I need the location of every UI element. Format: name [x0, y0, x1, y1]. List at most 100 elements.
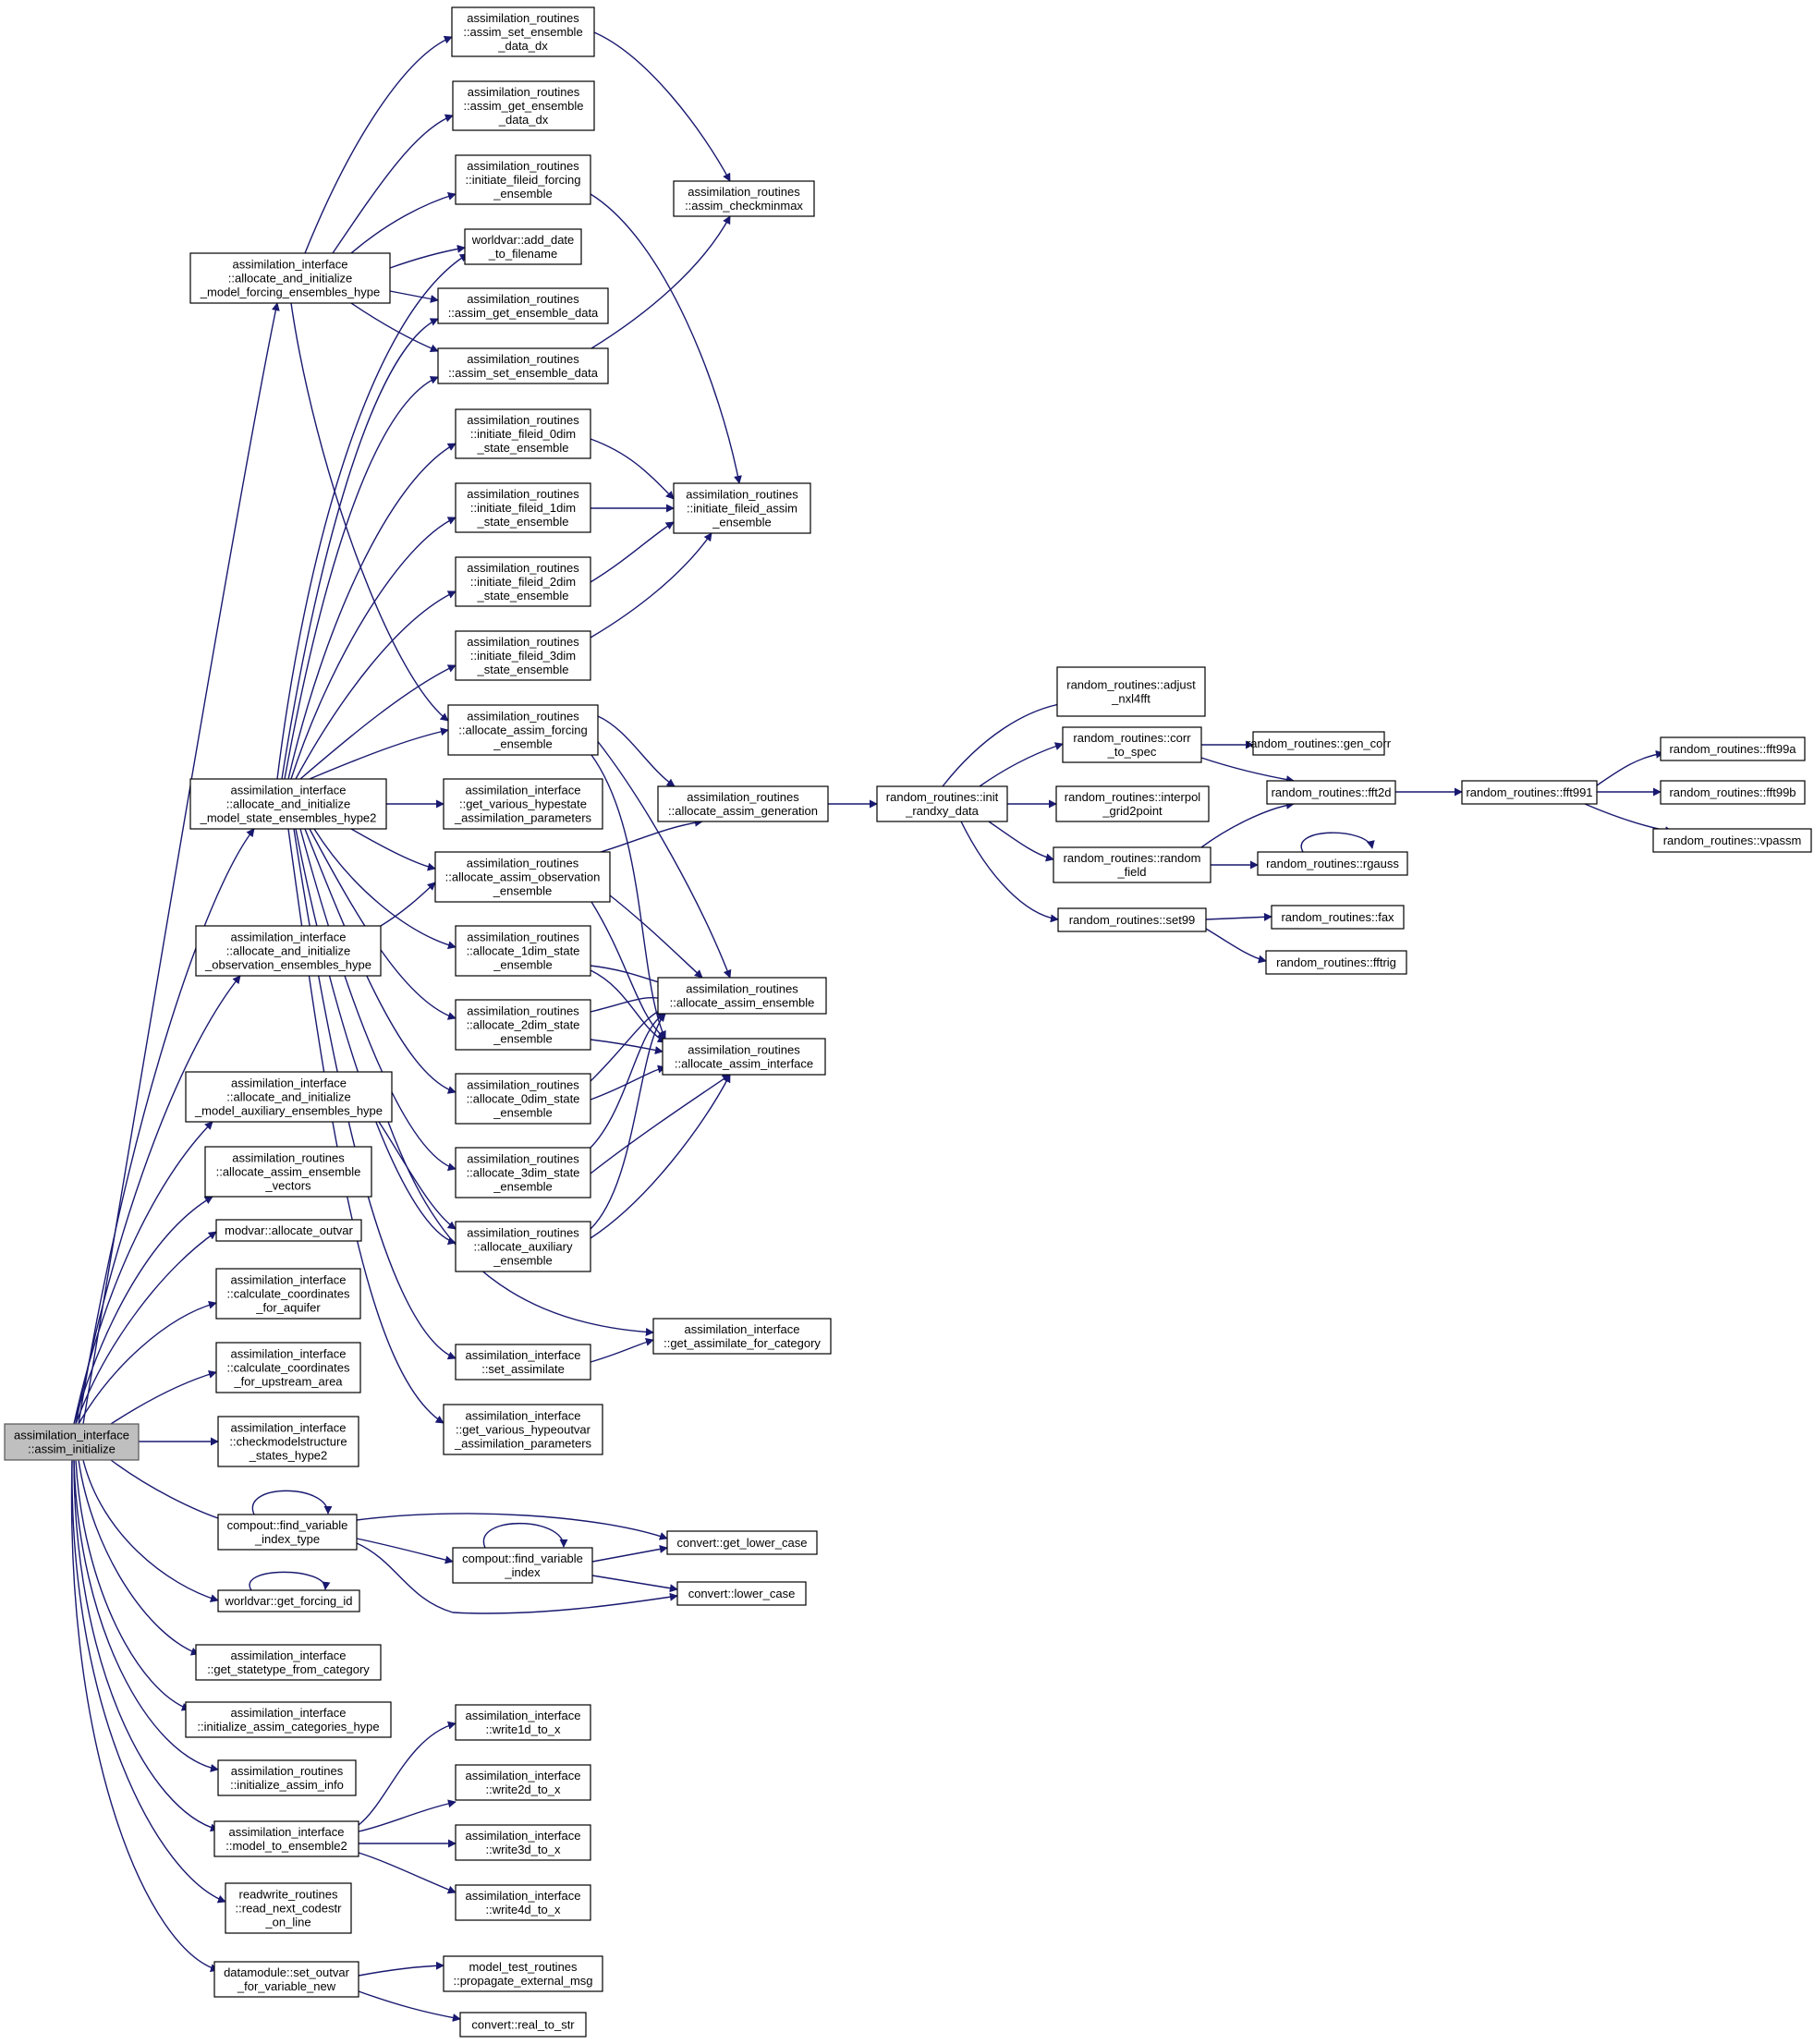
graph-node[interactable]: assimilation_interface::model_to_ensembl… — [213, 1820, 359, 1857]
graph-node[interactable]: assimilation_interface::write3d_to_x — [455, 1824, 591, 1861]
call-edge-root-to-mte2 — [73, 1459, 219, 1832]
graph-node[interactable]: assimilation_routines::assim_set_ensembl… — [437, 347, 609, 384]
graph-node[interactable]: assimilation_routines::allocate_assim_en… — [204, 1146, 372, 1198]
graph-node[interactable]: random_routines::fft991 — [1461, 780, 1598, 805]
node-label-line: _state_ensemble — [476, 589, 568, 602]
graph-node[interactable]: random_routines::fft99b — [1660, 780, 1806, 805]
node-label-line: assimilation_interface — [465, 1409, 580, 1423]
graph-node[interactable]: assimilation_routines::initiate_fileid_3… — [455, 630, 591, 681]
graph-node[interactable]: assimilation_routines::initiate_fileid_a… — [673, 482, 811, 534]
graph-node[interactable]: random_routines::corr_to_spec — [1062, 726, 1202, 763]
graph-node[interactable]: compout::find_variable_index — [452, 1547, 593, 1584]
node-label-line: assimilation_routines — [467, 635, 579, 649]
graph-node[interactable]: assimilation_interface::get_assimilate_f… — [652, 1318, 832, 1355]
graph-node[interactable]: assimilation_routines::assim_checkminmax — [673, 180, 815, 217]
graph-node[interactable]: convert::real_to_str — [459, 2012, 587, 2038]
node-label-line: _grid2point — [1102, 804, 1163, 818]
graph-node[interactable]: assimilation_routines::allocate_assim_en… — [657, 977, 827, 1015]
graph-node[interactable]: convert::lower_case — [676, 1581, 807, 1606]
graph-node[interactable]: random_routines::set99 — [1057, 907, 1207, 932]
graph-node[interactable]: random_routines::rgauss — [1257, 851, 1408, 876]
graph-node[interactable]: modvar::allocate_outvar — [215, 1219, 362, 1242]
graph-node[interactable]: assimilation_interface::allocate_and_ini… — [195, 925, 382, 977]
graph-node[interactable]: assimilation_interface::get_various_hype… — [443, 778, 603, 830]
graph-node[interactable]: assimilation_routines::assim_set_ensembl… — [451, 6, 595, 57]
graph-node[interactable]: random_routines::fax — [1271, 905, 1405, 930]
call-edge-aseh2-to-if1 — [290, 517, 457, 780]
graph-node[interactable]: assimilation_interface::calculate_coordi… — [215, 1268, 361, 1320]
graph-node-root[interactable]: assimilation_interface::assim_initialize — [4, 1423, 140, 1461]
node-box — [1660, 736, 1806, 761]
graph-node[interactable]: assimilation_routines::initiate_fileid_2… — [455, 556, 591, 607]
node-label-line: ::get_various_hypestate — [459, 797, 587, 811]
node-box — [652, 1318, 832, 1355]
graph-node[interactable]: random_routines::vpassm — [1652, 828, 1812, 853]
graph-node[interactable]: assimilation_interface::write1d_to_x — [455, 1704, 591, 1741]
graph-node[interactable]: assimilation_interface::get_statetype_fr… — [195, 1644, 382, 1681]
node-label-line: _to_spec — [1107, 745, 1157, 759]
graph-node[interactable]: random_routines::fft2d — [1266, 780, 1396, 805]
graph-node[interactable]: assimilation_routines::initiate_fileid_1… — [455, 482, 591, 533]
graph-node[interactable]: assimilation_interface::checkmodelstruct… — [217, 1416, 359, 1467]
graph-node[interactable]: assimilation_routines::allocate_2dim_sta… — [455, 999, 591, 1051]
graph-node[interactable]: assimilation_routines::allocate_3dim_sta… — [455, 1147, 591, 1198]
graph-node[interactable]: assimilation_interface::write2d_to_x — [455, 1764, 591, 1801]
graph-node[interactable]: assimilation_interface::get_various_hype… — [443, 1404, 603, 1455]
graph-node[interactable]: assimilation_routines::allocate_assim_fo… — [447, 704, 599, 756]
graph-node[interactable]: assimilation_routines::allocate_assim_ge… — [657, 785, 829, 822]
node-box — [195, 1644, 382, 1681]
node-label-line: assimilation_interface — [465, 1829, 580, 1843]
graph-node[interactable]: worldvar::get_forcing_id — [217, 1589, 360, 1612]
node-label-line: compout::find_variable — [227, 1518, 348, 1532]
call-edge-fvit-to-glc — [356, 1513, 668, 1540]
graph-node[interactable]: assimilation_interface::allocate_and_ini… — [185, 1071, 393, 1123]
node-box — [4, 1423, 140, 1461]
graph-node[interactable]: random_routines::fft99a — [1660, 736, 1806, 761]
node-label-line: ::assim_initialize — [28, 1442, 116, 1456]
graph-node[interactable]: assimilation_routines::allocate_assim_in… — [662, 1038, 826, 1076]
call-edge-aseh2-to-if2 — [295, 590, 457, 780]
graph-node[interactable]: assimilation_routines::allocate_auxiliar… — [455, 1221, 591, 1272]
node-label-line: random_routines::interpol — [1065, 790, 1201, 804]
call-edge-a1d-to-aai — [590, 969, 666, 1043]
node-label-line: _nxl4fft — [1111, 692, 1150, 706]
node-label-line: ::get_assimilate_for_category — [664, 1336, 821, 1350]
graph-node[interactable]: assimilation_routines::assim_get_ensembl… — [437, 287, 609, 324]
graph-node[interactable]: worldvar::add_date_to_filename — [464, 228, 582, 265]
node-box — [455, 154, 591, 205]
graph-node[interactable]: assimilation_routines::initiate_fileid_0… — [455, 408, 591, 459]
graph-node[interactable]: random_routines::random_field — [1053, 846, 1211, 883]
graph-node[interactable]: convert::get_lower_case — [666, 1530, 818, 1555]
graph-node[interactable]: assimilation_routines::allocate_1dim_sta… — [455, 925, 591, 977]
graph-node[interactable]: compout::find_variable_index_type — [217, 1514, 358, 1551]
graph-node[interactable]: assimilation_interface::calculate_coordi… — [215, 1342, 361, 1393]
call-edge-aoeh-to-aaoe — [380, 882, 436, 927]
graph-node[interactable]: random_routines::init_randxy_data — [876, 785, 1008, 822]
node-label-line: random_routines::fft99b — [1669, 785, 1796, 799]
graph-node[interactable]: assimilation_routines::allocate_assim_ob… — [434, 851, 611, 903]
call-edge-afeh-to-ged — [389, 290, 439, 303]
graph-node[interactable]: random_routines::interpol_grid2point — [1055, 785, 1210, 822]
graph-node[interactable]: assimilation_routines::initiate_fileid_f… — [455, 154, 591, 205]
graph-node[interactable]: readwrite_routines::read_next_codestr_on… — [225, 1882, 352, 1934]
graph-node[interactable]: assimilation_routines::allocate_0dim_sta… — [455, 1073, 591, 1125]
graph-node[interactable]: assimilation_interface::set_assimilate — [455, 1344, 591, 1381]
node-label-line: ::allocate_0dim_state — [467, 1092, 580, 1106]
graph-node[interactable]: assimilation_interface::allocate_and_ini… — [189, 778, 387, 830]
graph-node[interactable]: assimilation_routines::initialize_assim_… — [217, 1759, 357, 1796]
node-label-line: assimilation_routines — [467, 561, 579, 575]
graph-node[interactable]: assimilation_interface::write4d_to_x — [455, 1884, 591, 1921]
node-label-line: modvar::allocate_outvar — [225, 1223, 353, 1237]
graph-node[interactable]: random_routines::fftrig — [1265, 950, 1407, 975]
node-label-line: assimilation_interface — [230, 1649, 346, 1662]
graph-node[interactable]: random_routines::adjust_nxl4fft — [1056, 666, 1206, 717]
graph-node[interactable]: assimilation_interface::initialize_assim… — [185, 1701, 392, 1738]
graph-node[interactable]: random_routines::gen_corr — [1247, 731, 1392, 756]
graph-node[interactable]: datamodule::set_outvar_for_variable_new — [213, 1961, 359, 1998]
call-edge-afeh-to-gedx — [332, 114, 454, 254]
graph-node[interactable]: assimilation_routines::assim_get_ensembl… — [452, 80, 595, 131]
call-edge-s99-to-ftr — [1205, 928, 1267, 964]
node-label-line: assimilation_routines — [232, 1151, 345, 1165]
graph-node[interactable]: assimilation_interface::allocate_and_ini… — [189, 252, 391, 304]
graph-node[interactable]: model_test_routines::propagate_external_… — [443, 1955, 603, 1992]
